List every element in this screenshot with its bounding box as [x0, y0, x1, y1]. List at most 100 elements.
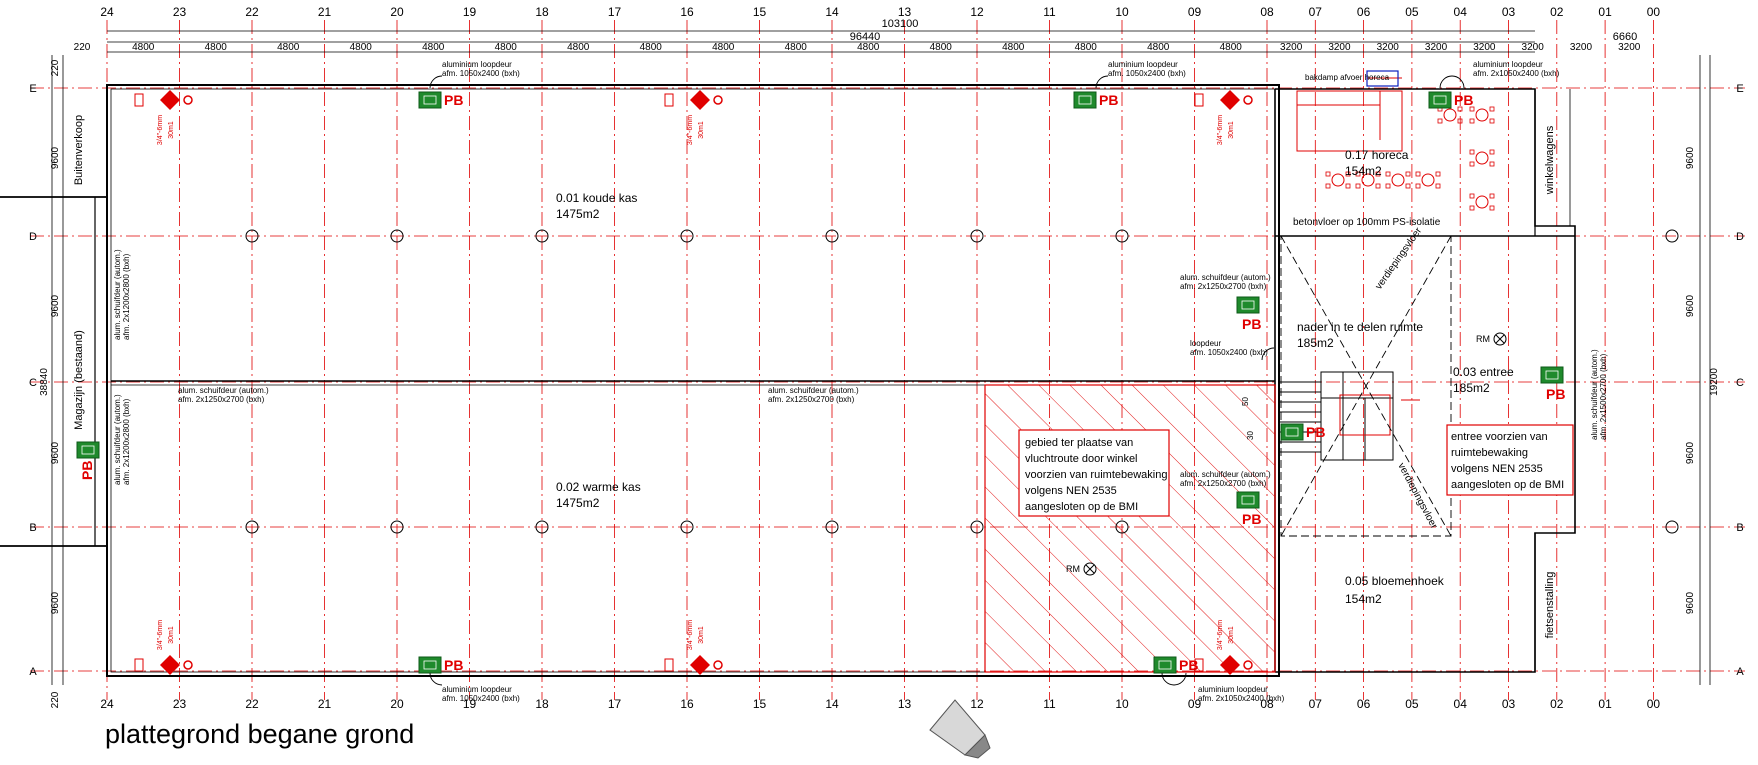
- row-label: A: [1736, 666, 1744, 678]
- room-warme-kas-name: 0.02 warme kas: [556, 480, 641, 494]
- column-circle: [535, 520, 549, 534]
- column-circle: [390, 520, 404, 534]
- column-label: 22: [245, 5, 259, 19]
- svg-text:3/4"-6mm: 3/4"-6mm: [157, 620, 164, 650]
- bay-dimension: 4800: [785, 42, 808, 53]
- vluchtroute-line-4: volgens NEN 2535: [1025, 485, 1117, 497]
- door-nader-line2: afm. 2x1250x2700 (bxh): [1180, 282, 1267, 291]
- svg-text:30m1: 30m1: [1228, 121, 1235, 139]
- bay-dimension: 4800: [422, 42, 445, 53]
- door-top-3-line1: aluminium loopdeur: [1473, 60, 1543, 69]
- column-label: 16: [680, 5, 694, 19]
- bay-dimension: 4800: [205, 42, 228, 53]
- bay-dimension: 3200: [1328, 42, 1351, 53]
- table-with-chairs: [1385, 171, 1411, 189]
- column-label: 02: [1550, 5, 1564, 19]
- pb-fire-point-icon: PB: [1540, 366, 1565, 402]
- table-with-chairs: [1469, 193, 1495, 211]
- column-label: 21: [318, 5, 332, 19]
- right-bay-3: 9600: [1685, 441, 1696, 464]
- stair-label-30: 30: [1246, 431, 1255, 440]
- door-bottom-1-line2: afm. 1050x2400 (bxh): [442, 694, 520, 703]
- kitchen-hood-box: [1366, 70, 1399, 87]
- svg-text:3/4"-6mm: 3/4"-6mm: [687, 115, 694, 145]
- kitchen-red-lines: [1296, 77, 1403, 152]
- overall-dimension: 103100: [882, 18, 919, 30]
- room-entree-name: 0.03 entree: [1453, 365, 1514, 379]
- svg-text:PB: PB: [1242, 511, 1261, 527]
- bay-dimension: 4800: [640, 42, 663, 53]
- pb-fire-point-icon: PB: [1280, 423, 1325, 441]
- bay-dimension: 3200: [1522, 42, 1545, 53]
- vluchtroute-line-1: gebied ter plaatse van: [1025, 437, 1133, 449]
- column-label: 23: [173, 697, 187, 711]
- column-label: 05: [1405, 697, 1419, 711]
- bay-dimension: 4800: [495, 42, 518, 53]
- door-labels: aluminium loopdeur afm. 1050x2400 (bxh) …: [113, 60, 1608, 703]
- svg-text:PB: PB: [444, 657, 463, 673]
- column-label: 20: [390, 5, 404, 19]
- door-mid-2-line2: afm. 2x1250x2700 (bxh): [768, 395, 855, 404]
- column-label: 04: [1454, 5, 1468, 19]
- room-fietsenstalling: fietsenstalling: [1544, 572, 1556, 639]
- svg-text:30m1: 30m1: [698, 626, 705, 644]
- column-label: 18: [535, 697, 549, 711]
- bay-dimension: 3200: [1425, 42, 1448, 53]
- bay-dimension: 4800: [930, 42, 953, 53]
- bakdamp-note: bakdamp afvoer horeca: [1305, 73, 1390, 82]
- room-horeca-area: 154m2: [1345, 164, 1382, 178]
- room-nader-area: 185m2: [1297, 336, 1334, 350]
- left-bay-4: 9600: [50, 591, 61, 614]
- column-label: 00: [1647, 5, 1661, 19]
- column-circle: [680, 229, 694, 243]
- svg-text:PB: PB: [1242, 316, 1261, 332]
- column-label: 07: [1309, 5, 1323, 19]
- structural-columns: [245, 229, 1679, 534]
- entree-note-line-1: entree voorzien van: [1451, 431, 1548, 443]
- column-label: 08: [1260, 5, 1274, 19]
- rm-detector-1: RM: [1066, 562, 1097, 576]
- bay-dimension: 3200: [1570, 42, 1593, 53]
- bay-dimension: 4800: [1147, 42, 1170, 53]
- horeca-tables: [1325, 106, 1495, 211]
- column-label: 21: [318, 697, 332, 711]
- room-bloemenhoek-name: 0.05 bloemenhoek: [1345, 574, 1445, 588]
- door-right-line1: alum. schuifdeur (autom.): [1590, 349, 1599, 440]
- column-label: 11: [1043, 697, 1056, 711]
- room-winkelwagens: winkelwagens: [1544, 125, 1556, 195]
- bay-dimension: 4800: [277, 42, 300, 53]
- svg-text:3/4"-6mm: 3/4"-6mm: [687, 620, 694, 650]
- column-label: 09: [1188, 697, 1202, 711]
- svg-text:30m1: 30m1: [698, 121, 705, 139]
- column-circle: [1665, 520, 1679, 534]
- svg-text:PB: PB: [1454, 92, 1473, 108]
- column-circle: [535, 229, 549, 243]
- column-label: 17: [608, 697, 622, 711]
- column-label: 15: [753, 697, 767, 711]
- table-with-chairs: [1415, 171, 1441, 189]
- column-label: 15: [753, 5, 767, 19]
- main-dimension: 96440: [850, 31, 881, 43]
- column-circle: [825, 520, 839, 534]
- room-entree-area: 185m2: [1453, 381, 1490, 395]
- table-with-chairs: [1469, 149, 1495, 167]
- door-left-1-line1: alum. schuifdeur (autom.): [113, 249, 122, 340]
- column-label: 08: [1260, 697, 1274, 711]
- right-dimension-lines: [1699, 55, 1711, 685]
- grid-row-lines: [30, 87, 1745, 672]
- column-label: 17: [608, 5, 622, 19]
- column-circle: [390, 229, 404, 243]
- column-label: 14: [825, 5, 839, 19]
- door-bottom-2-line2: afm. 2x1050x2400 (bxh): [1198, 694, 1285, 703]
- column-label: 07: [1309, 697, 1323, 711]
- upper-floor-outline: [1280, 235, 1452, 537]
- vluchtroute-line-3: voorzien van ruimtebewaking: [1025, 469, 1167, 481]
- bay-dimension: 4800: [1220, 42, 1243, 53]
- row-label: C: [29, 377, 37, 389]
- bay-dimension: 4800: [132, 42, 155, 53]
- room-nader-name: nader in te delen ruimte: [1297, 320, 1423, 334]
- column-circle: [825, 229, 839, 243]
